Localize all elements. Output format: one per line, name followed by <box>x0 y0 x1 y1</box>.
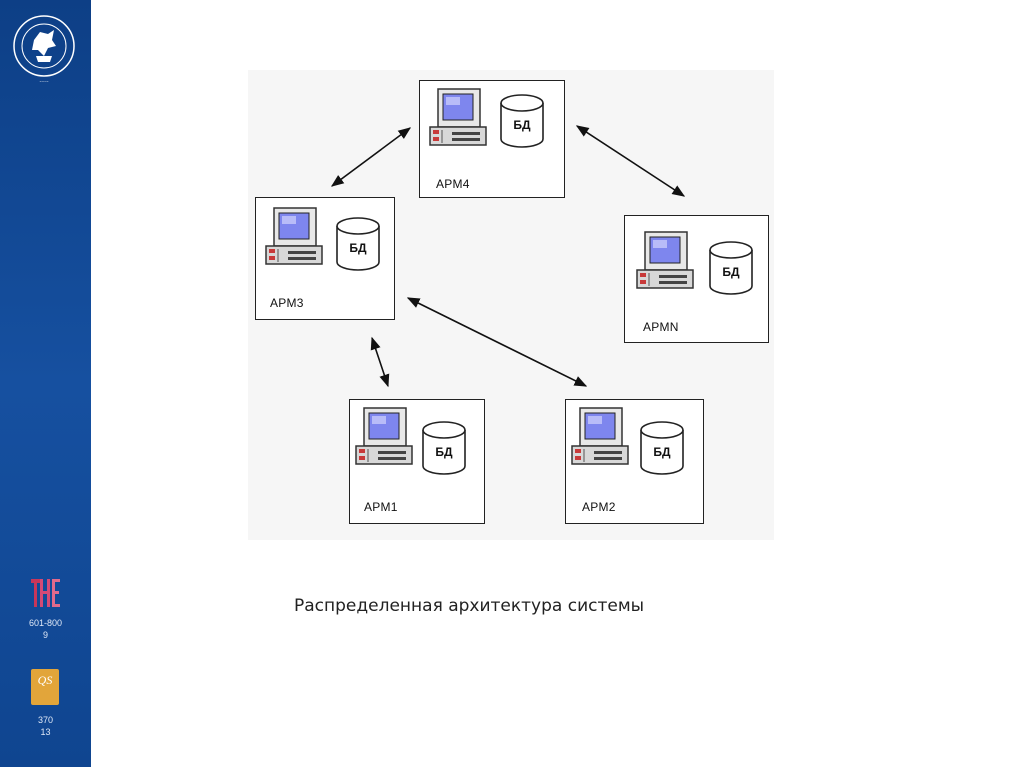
the-ranking-line1: 601-800 <box>28 618 63 628</box>
workstation-node-arm1: БД АРМ1 <box>349 399 485 524</box>
connection-arrows <box>330 125 686 388</box>
bidirectional-arrow-arm4-armn <box>575 125 686 197</box>
database-label: БД <box>435 445 453 459</box>
database-label: БД <box>653 445 671 459</box>
svg-text:·····: ····· <box>39 79 49 86</box>
computer-icon <box>429 88 487 146</box>
workstation-label: АРМ3 <box>270 296 304 310</box>
database-icon: БД <box>422 421 466 475</box>
database-icon: БД <box>500 94 544 148</box>
computer-icon <box>265 207 323 265</box>
computer-icon <box>636 231 694 289</box>
qs-logo-icon: QS <box>31 669 59 705</box>
workstation-label: АРМ4 <box>436 177 470 191</box>
the-logo-icon <box>31 579 60 607</box>
workstation-node-armn: БД АРМN <box>624 215 769 343</box>
diagram-caption: Распределенная архитектура системы <box>294 596 645 616</box>
workstation-node-arm4: БД АРМ4 <box>419 80 565 198</box>
qs-logo-text: QS <box>37 673 53 687</box>
qs-ranking-line1: 370 <box>37 715 54 725</box>
computer-icon <box>571 407 629 465</box>
architecture-diagram: БД АРМ4 БД АРМ3 БД АРМN БД АРМ1 БД АРМ2 <box>248 70 774 540</box>
database-label: БД <box>513 118 531 132</box>
bidirectional-arrow-arm3-arm1 <box>370 336 390 388</box>
the-ranking-line2: 9 <box>42 630 48 640</box>
workstation-node-arm3: БД АРМ3 <box>255 197 395 320</box>
database-label: БД <box>349 241 367 255</box>
university-emblem-icon: ····· <box>13 15 75 86</box>
workstation-node-arm2: БД АРМ2 <box>565 399 704 524</box>
qs-ranking: 370 13 <box>0 714 91 738</box>
database-label: БД <box>722 265 740 279</box>
database-icon: БД <box>709 241 753 295</box>
qs-ranking-line2: 13 <box>40 727 51 737</box>
bidirectional-arrow-arm3-arm2 <box>406 297 588 387</box>
workstation-label: АРМ1 <box>364 500 398 514</box>
workstation-label: АРМ2 <box>582 500 616 514</box>
the-ranking: 601-800 9 <box>0 617 91 641</box>
sidebar: ····· 601-800 9 QS 370 13 <box>0 0 91 767</box>
database-icon: БД <box>336 217 380 271</box>
workstation-label: АРМN <box>643 320 679 334</box>
database-icon: БД <box>640 421 684 475</box>
computer-icon <box>355 407 413 465</box>
bidirectional-arrow-arm3-arm4 <box>330 127 412 187</box>
